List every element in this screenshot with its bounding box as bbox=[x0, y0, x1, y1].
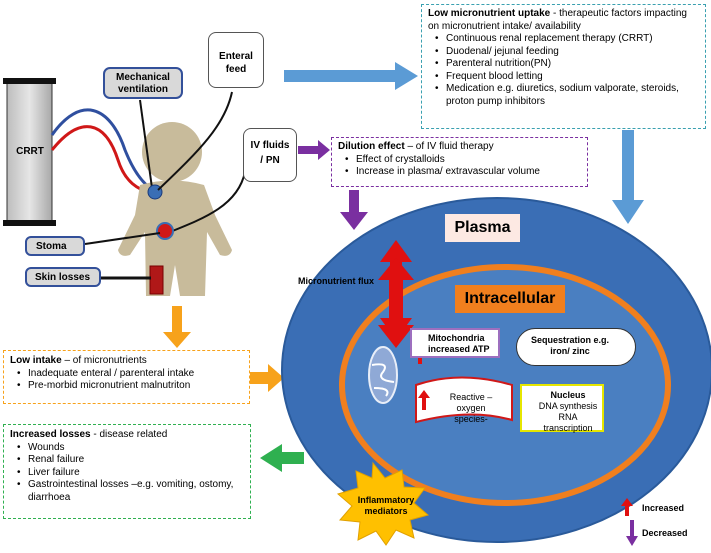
stoma-box: Stoma bbox=[25, 236, 85, 256]
list-item: Gastrointestinal losses –e.g. vomiting, … bbox=[17, 479, 244, 504]
stoma-line bbox=[84, 232, 161, 245]
enteral-feed-box: Enteral feed bbox=[208, 32, 264, 88]
green-arrow-left bbox=[260, 444, 304, 472]
orange-arrow-right bbox=[248, 364, 284, 392]
dilution-box: Dilution effect – of IV fluid therapy Ef… bbox=[331, 137, 588, 187]
mitochondria-shape bbox=[368, 346, 398, 404]
blue-arrow-to-uptake bbox=[284, 62, 418, 90]
inflammatory-starburst bbox=[336, 461, 430, 546]
enteral-feed-line bbox=[157, 91, 233, 191]
losses-title: Increased losses bbox=[10, 429, 91, 440]
crrt-blue-tube bbox=[50, 108, 154, 192]
nucleus-line1: DNA synthesis bbox=[538, 401, 598, 411]
low-intake-list: Inadequate enteral / parenteral intake P… bbox=[10, 368, 243, 393]
list-item: Continuous renal replacement therapy (CR… bbox=[435, 33, 699, 46]
nucleus-title: Nucleus bbox=[550, 390, 586, 400]
sequestration-box: Sequestration e.g. iron/ zinc bbox=[516, 328, 636, 366]
list-item: Wounds bbox=[17, 442, 244, 455]
plasma-label: Plasma bbox=[445, 214, 520, 242]
losses-list: Wounds Renal failure Liver failure Gastr… bbox=[10, 442, 244, 505]
nucleus-line2: RNA transcription bbox=[543, 412, 593, 433]
list-item: Frequent blood letting bbox=[435, 71, 699, 84]
crrt-red-tube bbox=[50, 125, 153, 195]
low-uptake-box: Low micronutrient uptake - therapeutic f… bbox=[421, 4, 706, 129]
patient-figure bbox=[118, 122, 232, 296]
orange-arrow-down bbox=[163, 306, 191, 348]
list-item: Parenteral nutrition(PN) bbox=[435, 58, 699, 71]
low-intake-subtitle: – of micronutrients bbox=[61, 355, 147, 366]
ventilation-line bbox=[139, 99, 153, 189]
dilution-subtitle: – of IV fluid therapy bbox=[404, 141, 494, 152]
list-item: Increase in plasma/ extravascular volume bbox=[345, 166, 581, 179]
crrt-top-bar bbox=[3, 78, 56, 84]
list-item: Inadequate enteral / parenteral intake bbox=[17, 368, 243, 381]
legend-decreased-label: Decreased bbox=[642, 528, 688, 538]
nucleus-box: Nucleus DNA synthesis RNA transcription bbox=[520, 384, 604, 433]
ros-up-arrow bbox=[418, 390, 430, 410]
dilution-list: Effect of crystalloids Increase in plasm… bbox=[338, 154, 581, 179]
legend-increased-arrow bbox=[621, 498, 633, 516]
losses-box: Increased losses - disease related Wound… bbox=[3, 424, 251, 519]
low-uptake-title: Low micronutrient uptake bbox=[428, 8, 551, 19]
list-item: Effect of crystalloids bbox=[345, 154, 581, 167]
flux-double-arrow-body bbox=[378, 258, 414, 348]
ros-banner bbox=[415, 376, 513, 424]
crrt-machine bbox=[6, 81, 53, 223]
mitochondria-box: Mitochondria increased ATP bbox=[410, 328, 500, 358]
low-intake-title: Low intake bbox=[10, 355, 62, 366]
low-uptake-subtitle: - therapeutic factors impacting on micro… bbox=[428, 8, 687, 32]
iv-fluids-box: IV fluids / PN bbox=[243, 128, 297, 182]
dilution-title: Dilution effect bbox=[338, 141, 405, 152]
list-item: Duodenal/ jejunal feeding bbox=[435, 46, 699, 59]
legend-decreased-arrow bbox=[626, 520, 638, 546]
purple-arrow-down bbox=[340, 190, 368, 230]
skin-lesion bbox=[149, 265, 164, 295]
mechanical-ventilation-box: Mechanical ventilation bbox=[103, 67, 183, 99]
list-item: Pre-morbid micronutrient malnutriton bbox=[17, 380, 243, 393]
crrt-label: CRRT bbox=[16, 146, 44, 157]
purple-arrow-to-dilution bbox=[298, 140, 330, 160]
low-uptake-list: Continuous renal replacement therapy (CR… bbox=[428, 33, 699, 108]
skin-losses-box: Skin losses bbox=[25, 267, 101, 287]
ros-label: Reactive –oxygen species- bbox=[449, 392, 493, 424]
losses-subtitle: - disease related bbox=[90, 429, 168, 440]
low-intake-box: Low intake – of micronutrients Inadequat… bbox=[3, 350, 250, 404]
list-item: Medication e.g. diuretics, sodium valpor… bbox=[435, 83, 699, 108]
crrt-bottom-bar bbox=[3, 220, 56, 226]
stoma-site bbox=[156, 222, 174, 240]
iv-line bbox=[169, 171, 246, 233]
blue-arrow-down bbox=[612, 130, 644, 224]
list-item: Renal failure bbox=[17, 454, 244, 467]
legend-increased-label: Increased bbox=[642, 503, 685, 513]
micronutrient-flux-label: Micronutrient flux bbox=[298, 276, 374, 286]
intracellular-label: Intracellular bbox=[455, 285, 565, 313]
list-item: Liver failure bbox=[17, 467, 244, 480]
inflammatory-label: Inflammatory mediators bbox=[357, 495, 415, 516]
